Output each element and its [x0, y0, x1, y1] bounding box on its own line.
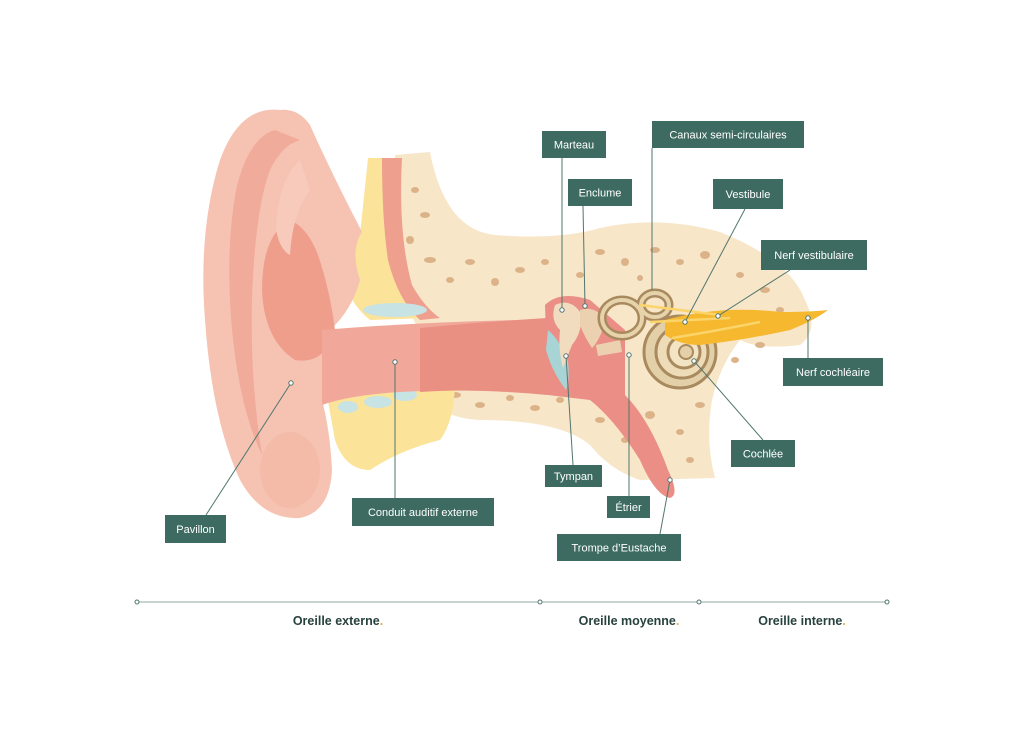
tympanic-membrane — [546, 330, 569, 390]
pinna-antihelix — [276, 160, 310, 255]
label-marteau-text: Marteau — [554, 140, 594, 152]
cartilage-bottom — [325, 380, 455, 470]
leader-lines — [205, 148, 809, 535]
label-tympan-text: Tympan — [554, 471, 593, 483]
label-trompe-d-eustache: Trompe d’Eustache — [557, 534, 681, 561]
section-period-moyenne: . — [676, 614, 679, 628]
gland-bottom-2 — [364, 396, 392, 408]
middle-ear-cavity — [545, 296, 675, 498]
label-nerf-vestibulaire: Nerf vestibulaire — [761, 240, 867, 270]
section-period-externe: . — [380, 614, 383, 628]
label-cochlee-text: Cochlée — [743, 449, 783, 461]
gland-top — [363, 303, 427, 317]
gland-bottom-1 — [338, 401, 358, 413]
label-pavillon: Pavillon — [165, 515, 226, 543]
skin-layer-top — [382, 158, 440, 320]
section-period-interne: . — [842, 614, 845, 628]
ear-canal-inner — [420, 318, 548, 395]
label-trompe-text: Trompe d’Eustache — [572, 543, 667, 555]
label-vestibule: Vestibule — [713, 179, 783, 209]
pinna-concha — [262, 220, 335, 361]
label-etrier-text: Étrier — [615, 501, 642, 514]
label-conduit-text: Conduit auditif externe — [368, 507, 478, 519]
label-marteau: Marteau — [542, 131, 606, 158]
label-canaux-text: Canaux semi-circulaires — [669, 130, 787, 142]
section-tick-1 — [537, 599, 543, 605]
pinna-lobe — [260, 432, 320, 508]
label-etrier: Étrier — [607, 496, 650, 518]
section-tick-start — [134, 599, 140, 605]
label-conduit-auditif-externe: Conduit auditif externe — [352, 498, 494, 526]
label-cochlee: Cochlée — [731, 440, 795, 467]
section-oreille-externe: Oreille externe. — [293, 614, 383, 628]
label-enclume-text: Enclume — [579, 188, 622, 200]
label-tympan: Tympan — [545, 465, 602, 487]
section-oreille-moyenne: Oreille moyenne. — [579, 614, 680, 628]
stapes-bone — [596, 340, 622, 356]
label-canaux-semi-circulaires: Canaux semi-circulaires — [652, 121, 804, 148]
label-nerf-vestibulaire-text: Nerf vestibulaire — [774, 250, 853, 262]
nerve-fibers — [639, 303, 761, 340]
label-vestibule-text: Vestibule — [726, 189, 771, 201]
malleus-bone — [553, 302, 581, 368]
label-pavillon-text: Pavillon — [176, 524, 215, 536]
leader-endpoints — [288, 303, 811, 483]
label-nerf-cochleaire-text: Nerf cochléaire — [796, 367, 870, 379]
bone-texture — [406, 187, 784, 463]
section-axis — [134, 599, 890, 605]
ear-illustration — [203, 109, 828, 519]
section-tick-end — [884, 599, 890, 605]
label-enclume: Enclume — [568, 179, 632, 206]
section-oreille-interne: Oreille interne. — [758, 614, 846, 628]
pinna-helix — [229, 130, 300, 455]
section-tick-2 — [696, 599, 702, 605]
label-nerf-cochleaire: Nerf cochléaire — [783, 358, 883, 386]
